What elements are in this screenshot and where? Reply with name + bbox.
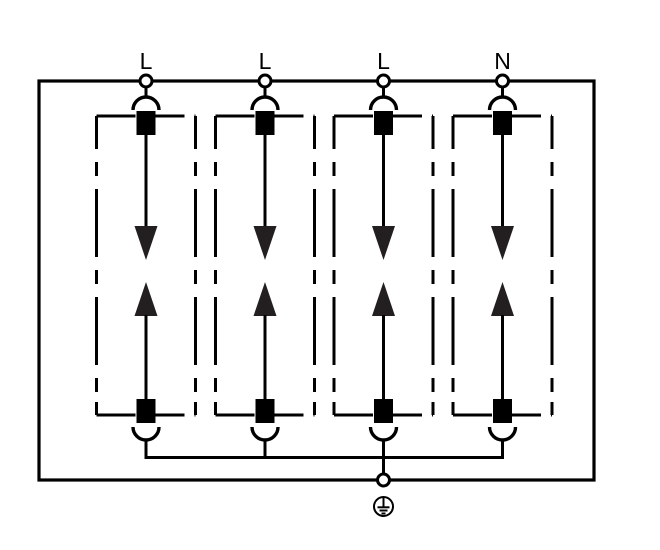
contact-block-bottom <box>255 399 275 423</box>
contact-block-bottom <box>374 399 393 423</box>
terminal-label: L <box>140 48 153 74</box>
ground-terminal-node <box>376 472 391 488</box>
arrester-arrow-up-icon <box>134 282 158 316</box>
arrester-arrow-up-icon <box>372 282 395 316</box>
contact-block-top <box>255 111 275 135</box>
terminal-node <box>495 73 510 89</box>
spd-module-column-4: N <box>451 48 554 458</box>
terminal-label: L <box>377 48 390 74</box>
plug-contact-bottom-icon <box>368 426 399 442</box>
plug-contact-top-icon <box>487 95 518 111</box>
arrester-arrow-down-icon <box>491 226 514 260</box>
plug-contact-bottom-icon <box>131 426 161 442</box>
contact-block-top <box>374 111 393 135</box>
spd-module-column-2: L <box>214 48 316 458</box>
terminal-node <box>138 73 154 89</box>
contact-block-top <box>136 111 156 135</box>
terminal-node <box>257 73 273 89</box>
protective-earth-icon <box>373 496 394 517</box>
contact-block-top <box>493 111 512 135</box>
plug-contact-top-icon <box>131 95 161 111</box>
plug-contact-bottom-icon <box>487 426 518 442</box>
contact-block-bottom <box>136 399 156 423</box>
arrester-arrow-up-icon <box>253 282 277 316</box>
arrester-arrow-up-icon <box>491 282 514 316</box>
spd-module-column-1: L <box>95 48 197 458</box>
plug-contact-top-icon <box>250 95 280 111</box>
spd-module-column-3: L <box>332 48 435 458</box>
arrester-arrow-down-icon <box>134 226 158 260</box>
terminal-label: N <box>494 48 511 74</box>
contact-block-bottom <box>493 399 512 423</box>
earth-circle <box>373 496 394 517</box>
terminal-label: L <box>259 48 272 74</box>
terminal-node <box>376 73 391 89</box>
arrester-arrow-down-icon <box>372 226 395 260</box>
plug-contact-top-icon <box>368 95 399 111</box>
enclosure-outline <box>37 79 596 482</box>
plug-contact-bottom-icon <box>250 426 280 442</box>
arrester-arrow-down-icon <box>253 226 277 260</box>
